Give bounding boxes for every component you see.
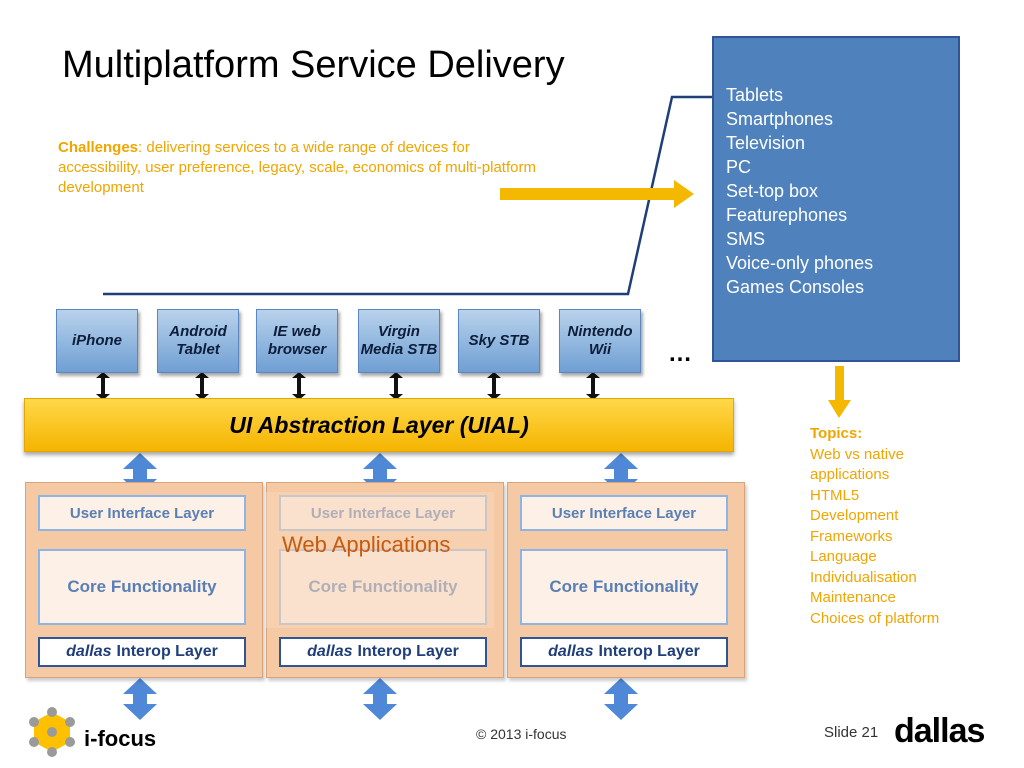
uial-bar: UI Abstraction Layer (UIAL) xyxy=(24,398,734,452)
device-box-virgin-media: Virgin Media STB xyxy=(358,309,440,373)
topic-item: applications xyxy=(810,466,890,483)
device-box-nintendo-wii: Nintendo Wii xyxy=(559,309,641,373)
more-devices-ellipsis: … xyxy=(668,340,692,367)
device-types-panel: Tablets Smartphones Television PC Set-to… xyxy=(712,36,960,362)
challenges-text: Challenges: delivering services to a wid… xyxy=(58,138,538,198)
i-focus-logo-text: i-focus xyxy=(84,726,157,751)
device-box-ie-browser: IE web browser xyxy=(256,309,338,373)
challenges-label: Challenges xyxy=(58,139,139,156)
core-functionality-box: Core Functionality xyxy=(520,549,728,625)
ui-layer-box: User Interface Layer xyxy=(38,495,246,531)
orange-right-arrow xyxy=(500,180,694,208)
topic-item: Choices of platform xyxy=(810,609,940,627)
web-applications-overlay xyxy=(266,492,494,628)
i-focus-logo-icon xyxy=(29,707,75,757)
topics-items: Web vs native applications HTML5 Develop… xyxy=(810,445,939,630)
interop-brand: dallas xyxy=(66,643,112,660)
device-types-list: Tablets Smartphones Television PC Set-to… xyxy=(714,38,958,299)
device-type-item: Set-top box xyxy=(726,181,819,201)
device-type-item: Voice-only phones xyxy=(726,253,874,273)
device-type-item: Games Consoles xyxy=(726,277,865,297)
device-type-item: SMS xyxy=(726,229,766,249)
device-box-iphone: iPhone xyxy=(56,309,138,373)
device-type-item: Smartphones xyxy=(726,109,834,129)
core-functionality-box: Core Functionality xyxy=(38,549,246,625)
topics-list: Topics: Web vs native applications HTML5… xyxy=(810,424,939,629)
dallas-logo: dallas xyxy=(894,712,985,750)
topic-item: Individualisation xyxy=(810,568,917,586)
topic-item: Frameworks xyxy=(810,527,893,545)
ui-layer-box: User Interface Layer xyxy=(520,495,728,531)
topic-item: HTML5 xyxy=(810,486,860,504)
copyright-text: © 2013 i-focus xyxy=(476,726,567,742)
device-link-arrows xyxy=(96,372,600,400)
device-type-item: Television xyxy=(726,133,806,153)
topic-item: Maintenance xyxy=(810,589,896,606)
web-applications-label: Web Applications xyxy=(282,532,451,557)
app-stack-3: User Interface Layer Core Functionality … xyxy=(507,482,745,678)
topic-item: Development xyxy=(810,507,899,524)
topics-heading: Topics: xyxy=(810,425,863,442)
device-box-sky-stb: Sky STB xyxy=(458,309,540,373)
topic-item: Language xyxy=(810,548,877,565)
device-type-item: Featurephones xyxy=(726,205,848,225)
app-stack-1: User Interface Layer Core Functionality … xyxy=(25,482,263,678)
device-type-item: PC xyxy=(726,157,752,177)
interop-brand: dallas xyxy=(548,643,594,660)
slide-number: Slide 21 xyxy=(824,724,879,741)
orange-down-arrow xyxy=(828,366,851,418)
interop-brand: dallas xyxy=(307,643,353,660)
interop-label: Interop Layer xyxy=(116,643,218,660)
device-type-item: Tablets xyxy=(726,85,784,105)
interop-label: Interop Layer xyxy=(598,643,700,660)
slide-title: Multiplatform Service Delivery xyxy=(62,44,565,86)
device-box-android-tablet: Android Tablet xyxy=(157,309,239,373)
topic-item: Web vs native xyxy=(810,445,904,463)
interop-label: Interop Layer xyxy=(357,643,459,660)
challenges-body: : delivering services to a wide range of… xyxy=(58,139,536,196)
